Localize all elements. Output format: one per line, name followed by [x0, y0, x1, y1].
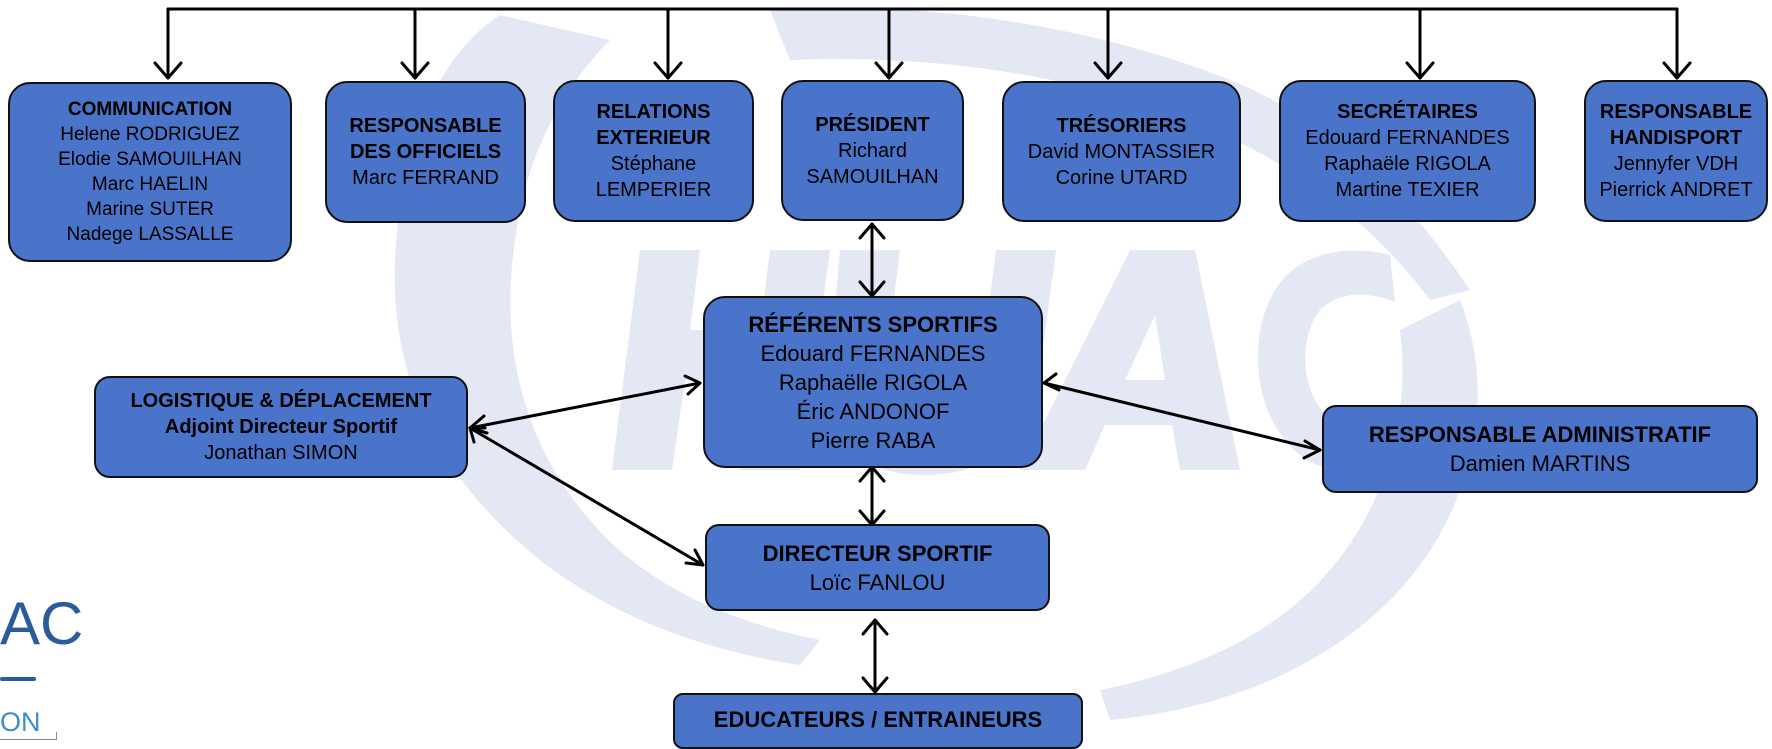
box-title: RESPONSABLE: [349, 115, 502, 137]
referents-administratif-connector: [1042, 381, 1322, 452]
logo-swoosh: [0, 677, 36, 681]
member-name: Nadege LASSALLE: [66, 224, 234, 245]
member-name: Corine UTARD: [1055, 166, 1188, 189]
logo-letters-bottom: ON: [0, 707, 41, 737]
box-responsable-officiels: RESPONSABLE DES OFFICIELS Marc FERRAND: [325, 81, 526, 223]
member-name: Marine SUTER: [86, 199, 214, 220]
box-responsable-administratif: RESPONSABLE ADMINISTRATIF Damien MARTINS: [1322, 405, 1758, 493]
box-title: PRÉSIDENT: [815, 113, 930, 136]
member-name: Marc HAELIN: [91, 174, 209, 195]
box-title: COMMUNICATION: [67, 99, 233, 120]
box-title: RESPONSABLE: [1599, 101, 1753, 123]
box-title: RELATIONS: [596, 101, 711, 123]
member-name: Edouard FERNANDES: [1305, 127, 1510, 149]
member-name: Marc FERRAND: [352, 167, 499, 189]
box-title: DES OFFICIELS: [349, 141, 502, 163]
member-name: Éric ANDONOF: [796, 398, 950, 424]
member-name: Jennyfer VDH: [1613, 153, 1739, 175]
box-tresoriers: TRÉSORIERS David MONTASSIER Corine UTARD: [1002, 81, 1241, 222]
box-title: EDUCATEURS / ENTRAINEURS: [713, 707, 1043, 732]
member-name: Edouard FERNANDES: [760, 340, 986, 366]
box-directeur-sportif: DIRECTEUR SPORTIF Loïc FANLOU: [705, 524, 1050, 611]
member-name: Damien MARTINS: [1449, 451, 1631, 476]
box-president: PRÉSIDENT Richard SAMOUILHAN: [781, 80, 964, 221]
member-name: Richard: [838, 139, 907, 162]
box-title: TRÉSORIERS: [1056, 114, 1187, 137]
box-title: RÉFÉRENTS SPORTIFS: [748, 311, 998, 337]
member-name: SAMOUILHAN: [806, 165, 939, 188]
logo-letters-top: AC: [0, 590, 84, 657]
box-referents-sportifs: RÉFÉRENTS SPORTIFS Edouard FERNANDES Rap…: [703, 296, 1043, 468]
member-name: Martine TEXIER: [1335, 179, 1480, 201]
box-title: EXTERIEUR: [596, 127, 711, 149]
logistique-directeur-connector: [468, 426, 705, 567]
member-name: Pierre RABA: [810, 427, 936, 453]
box-title: SECRÉTAIRES: [1337, 101, 1478, 123]
member-name: Jonathan SIMON: [204, 442, 358, 464]
member-name: Raphaëlle RIGOLA: [778, 369, 968, 395]
box-logistique-deplacement: LOGISTIQUE & DÉPLACEMENT Adjoint Directe…: [94, 376, 468, 478]
box-responsable-handisport: RESPONSABLE HANDISPORT Jennyfer VDH Pier…: [1584, 80, 1768, 222]
logistique-referents-connector: [468, 381, 702, 430]
member-name: Helene RODRIGUEZ: [60, 124, 240, 145]
box-title: DIRECTEUR SPORTIF: [762, 540, 993, 566]
logo-underline-tick: [56, 732, 57, 740]
member-name: Loïc FANLOU: [809, 569, 946, 595]
box-title: LOGISTIQUE & DÉPLACEMENT: [130, 390, 432, 412]
box-title: HANDISPORT: [1609, 127, 1743, 149]
member-name: LEMPERIER: [595, 179, 712, 201]
member-name: Stéphane: [610, 153, 697, 175]
box-subtitle: Adjoint Directeur Sportif: [164, 416, 398, 438]
box-communication: COMMUNICATION Helene RODRIGUEZ Elodie SA…: [8, 82, 292, 262]
member-name: Elodie SAMOUILHAN: [58, 149, 242, 170]
box-educateurs-entraineurs: EDUCATEURS / ENTRAINEURS: [673, 693, 1083, 749]
member-name: Raphaële RIGOLA: [1324, 153, 1491, 175]
box-secretaires: SECRÉTAIRES Edouard FERNANDES Raphaële R…: [1279, 80, 1536, 222]
logo-underline: [0, 739, 56, 740]
member-name: Pierrick ANDRET: [1599, 179, 1753, 201]
box-title: RESPONSABLE ADMINISTRATIF: [1368, 422, 1712, 447]
member-name: David MONTASSIER: [1027, 140, 1216, 163]
box-relations-exterieur: RELATIONS EXTERIEUR Stéphane LEMPERIER: [553, 80, 754, 222]
